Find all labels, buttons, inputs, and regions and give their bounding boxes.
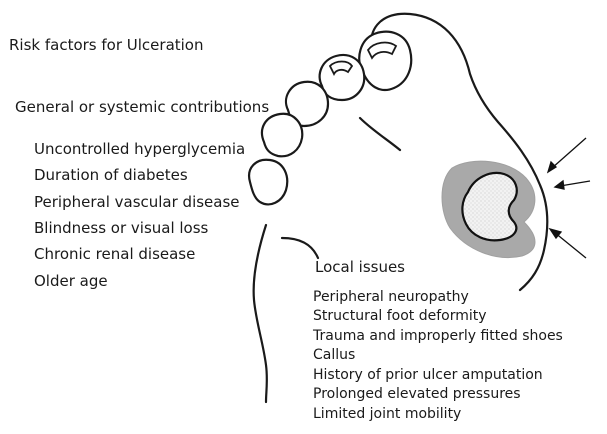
local-factor-item: History of prior ulcer amputation xyxy=(313,368,543,382)
general-factor-item: Chronic renal disease xyxy=(34,247,195,262)
pressure-arrow-icon xyxy=(550,229,586,258)
local-factor-item: Structural foot deformity xyxy=(313,309,487,323)
local-factor-item: Limited joint mobility xyxy=(313,407,461,421)
general-factor-item: Peripheral vascular disease xyxy=(34,195,240,210)
local-heading: Local issues xyxy=(315,260,405,275)
general-factor-item: Duration of diabetes xyxy=(34,168,188,183)
ulcer-region xyxy=(442,161,535,257)
general-factor-item: Blindness or visual loss xyxy=(34,221,208,236)
local-factor-item: Peripheral neuropathy xyxy=(313,290,469,304)
local-factor-item: Callus xyxy=(313,348,355,362)
toes xyxy=(249,32,411,205)
pressure-arrows xyxy=(548,138,590,258)
general-factor-item: Uncontrolled hyperglycemia xyxy=(34,142,245,157)
diagram-title: Risk factors for Ulceration xyxy=(9,38,204,53)
local-factor-item: Prolonged elevated pressures xyxy=(313,387,521,401)
general-heading: General or systemic contributions xyxy=(15,100,269,115)
general-factor-item: Older age xyxy=(34,274,108,289)
local-factor-item: Trauma and improperly fitted shoes xyxy=(313,329,563,343)
pressure-arrow-icon xyxy=(555,181,590,189)
pressure-arrow-icon xyxy=(548,138,586,172)
